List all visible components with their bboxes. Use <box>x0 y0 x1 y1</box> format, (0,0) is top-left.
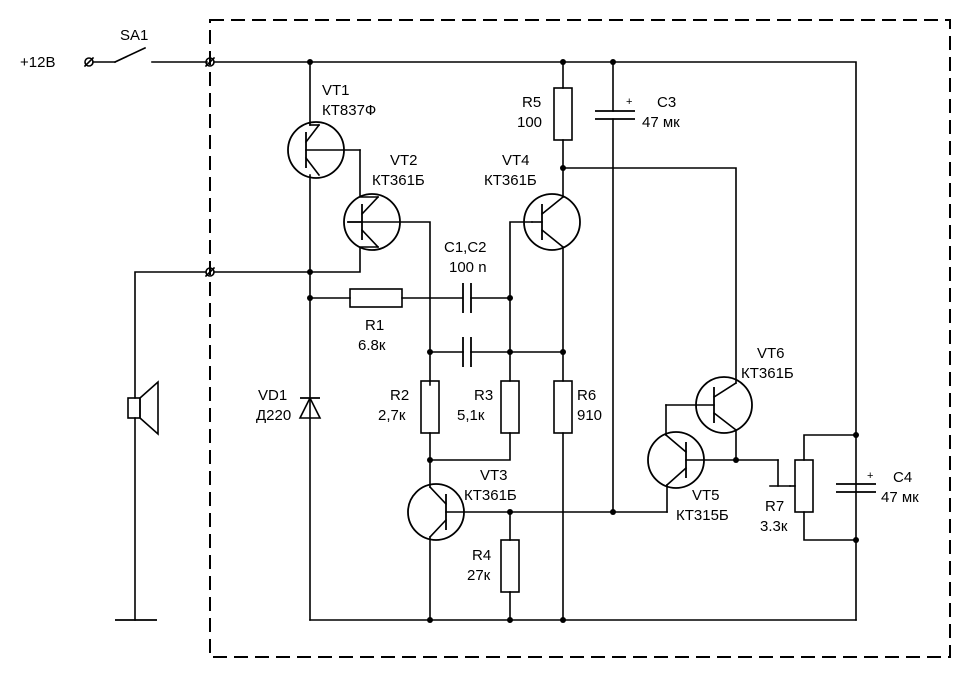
vt3-ref: VT3 <box>480 467 508 484</box>
wire-r2-bottom <box>429 432 511 461</box>
r5-value: 100 <box>517 114 542 131</box>
r4-ref: R4 <box>472 547 491 564</box>
wire-r3-top <box>509 221 533 382</box>
vt2-ref: VT2 <box>390 152 418 169</box>
resistor-r7: R7 3.3к <box>760 459 814 535</box>
r4-value: 27к <box>467 567 491 584</box>
vd1-part: Д220 <box>256 407 291 424</box>
c1c2-ref: C1,C2 <box>444 239 487 256</box>
c3-ref: C3 <box>657 94 676 111</box>
c3-value: 47 мк <box>642 114 680 131</box>
vt5-ref: VT5 <box>692 487 720 504</box>
enclosure-box <box>209 19 951 658</box>
speaker-icon <box>127 380 159 436</box>
r2-value: 2,7к <box>378 407 406 424</box>
transistor-vt5: VT5 КТ315Б <box>647 431 737 524</box>
capacitor-c3: + C3 47 мк <box>595 94 680 131</box>
vt6-part: КТ361Б <box>741 365 794 382</box>
wire-vt2-collector <box>213 246 379 273</box>
r7-ref: R7 <box>765 498 784 515</box>
vt4-ref: VT4 <box>502 152 530 169</box>
transistor-vt4: VT4 КТ361Б <box>484 152 581 251</box>
c4-value: 47 мк <box>881 489 919 506</box>
vt6-ref: VT6 <box>757 345 785 362</box>
transistor-vt2: VT2 КТ361Б <box>343 152 425 251</box>
r1-value: 6.8к <box>358 337 386 354</box>
capacitor-c1 <box>462 283 472 313</box>
transistor-vt6: VT6 КТ361Б <box>665 345 794 434</box>
resistor-r1: R1 6.8к <box>349 288 403 354</box>
r6-value: 910 <box>577 407 602 424</box>
wire-r7-bottom <box>803 511 857 541</box>
junction-dots <box>307 59 859 623</box>
wire-r7-top <box>803 434 857 461</box>
switch-sa1: SA1 <box>92 27 208 64</box>
wire-speaker-top <box>134 271 207 399</box>
vd1-ref: VD1 <box>258 387 287 404</box>
supply-input: +12В <box>20 54 95 71</box>
resistor-r5: R5 100 <box>517 87 573 141</box>
capacitor-c2 <box>462 337 472 367</box>
wire-vt2-base <box>347 221 431 386</box>
vt4-part: КТ361Б <box>484 172 537 189</box>
resistor-r3: R3 5,1к <box>457 380 520 434</box>
vt5-part: КТ315Б <box>676 507 729 524</box>
r1-ref: R1 <box>365 317 384 334</box>
vt3-part: КТ361Б <box>464 487 517 504</box>
resistor-r6: R6 910 <box>553 380 602 434</box>
transistor-vt3: VT3 КТ361Б <box>407 467 517 541</box>
wire-r5-vt6 <box>562 167 737 384</box>
resistor-r4: R4 27к <box>467 539 520 593</box>
r6-ref: R6 <box>577 387 596 404</box>
resistor-r2: R2 2,7к <box>378 380 440 434</box>
capacitor-c4: + C4 47 мк <box>836 469 919 506</box>
vt2-part: КТ361Б <box>372 172 425 189</box>
r5-ref: R5 <box>522 94 541 111</box>
wire-vt2-emitter <box>359 149 379 198</box>
c1c2-value: 100 n <box>449 259 487 276</box>
transistor-vt1: VT1 КТ837Ф <box>287 82 376 179</box>
diode-vd1: VD1 Д220 <box>256 387 322 424</box>
r2-ref: R2 <box>390 387 409 404</box>
vt1-ref: VT1 <box>322 82 350 99</box>
c4-polarity: + <box>867 470 873 482</box>
wire-vt6-collector <box>735 429 779 461</box>
supply-label: +12В <box>20 54 55 71</box>
r7-value: 3.3к <box>760 518 788 535</box>
c4-ref: C4 <box>893 469 912 486</box>
r3-ref: R3 <box>474 387 493 404</box>
r3-value: 5,1к <box>457 407 485 424</box>
vt1-part: КТ837Ф <box>322 102 376 119</box>
c3-polarity: + <box>626 96 632 108</box>
sa1-label: SA1 <box>120 27 148 44</box>
